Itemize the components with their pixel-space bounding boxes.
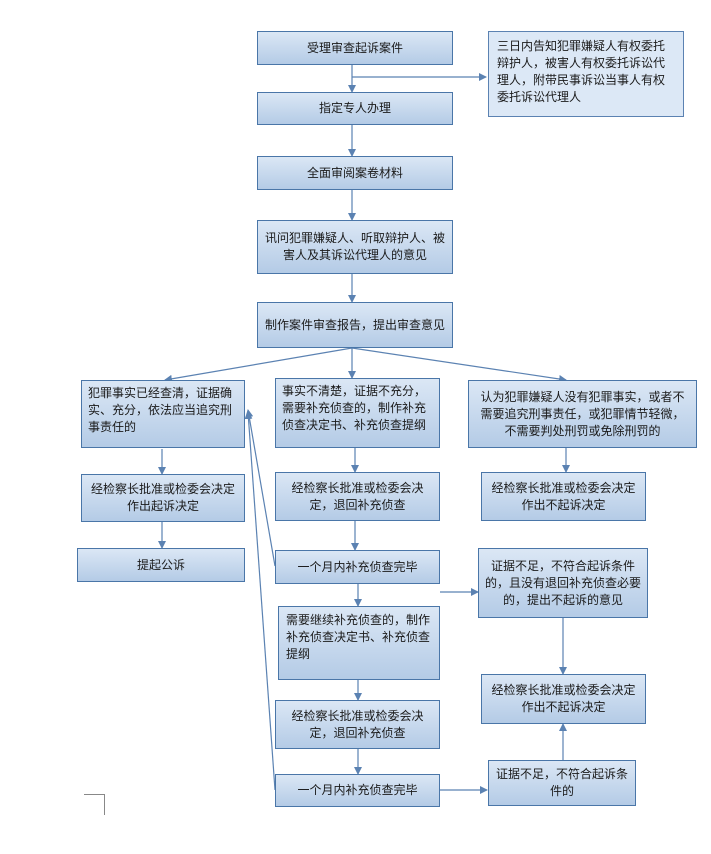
- node-review: 全面审阅案卷材料: [257, 156, 453, 190]
- page-corner-mark: [84, 794, 105, 815]
- node-no-crime: 认为犯罪嫌疑人没有犯罪事实，或者不需要追究刑事责任，或犯罪情节轻微，不需要判处刑…: [468, 380, 697, 448]
- node-approve-no-prosecute-2: 经检察长批准或检委会决定作出不起诉决定: [481, 674, 646, 724]
- node-file-prosecution: 提起公诉: [77, 548, 245, 582]
- node-interrogate: 讯问犯罪嫌疑人、听取辩护人、被害人及其诉讼代理人的意见: [257, 220, 453, 274]
- node-facts-unclear: 事实不清楚，证据不充分，需要补充侦查的，制作补充侦查决定书、补充侦查提纲: [275, 378, 440, 448]
- node-report: 制作案件审查报告，提出审查意见: [257, 302, 453, 348]
- node-accept: 受理审查起诉案件: [257, 31, 453, 65]
- node-month-done-2: 一个月内补充侦查完毕: [275, 774, 440, 807]
- node-approve-return-1: 经检察长批准或检委会决定，退回补充侦查: [275, 472, 440, 521]
- node-assign: 指定专人办理: [257, 92, 453, 125]
- node-approve-return-2: 经检察长批准或检委会决定，退回补充侦查: [275, 700, 440, 749]
- node-approve-no-prosecute-1: 经检察长批准或检委会决定作出不起诉决定: [481, 472, 646, 521]
- feedback-month2: [244, 411, 276, 791]
- node-insufficient-1: 证据不足，不符合起诉条件的，且没有退回补充侦查必要的，提出不起诉的意见: [478, 548, 648, 618]
- node-approve-prosecute: 经检察长批准或检委会决定作出起诉决定: [81, 474, 245, 522]
- node-continue-investigation: 需要继续补充侦查的，制作补充侦查决定书、补充侦查提纲: [278, 606, 440, 680]
- node-insufficient-2: 证据不足，不符合起诉条件的: [488, 760, 636, 806]
- feedback-month1: [245, 409, 276, 567]
- arrow-report-right: [351, 347, 567, 383]
- node-month-done-1: 一个月内补充侦查完毕: [275, 550, 440, 584]
- node-facts-clear: 犯罪事实已经查清，证据确实、充分，依法应当追究刑事责任的: [81, 380, 245, 448]
- node-notify: 三日内告知犯罪嫌疑人有权委托辩护人，被害人有权委托诉讼代理人，附带民事诉讼当事人…: [488, 31, 684, 117]
- arrow-report-left: [164, 347, 353, 383]
